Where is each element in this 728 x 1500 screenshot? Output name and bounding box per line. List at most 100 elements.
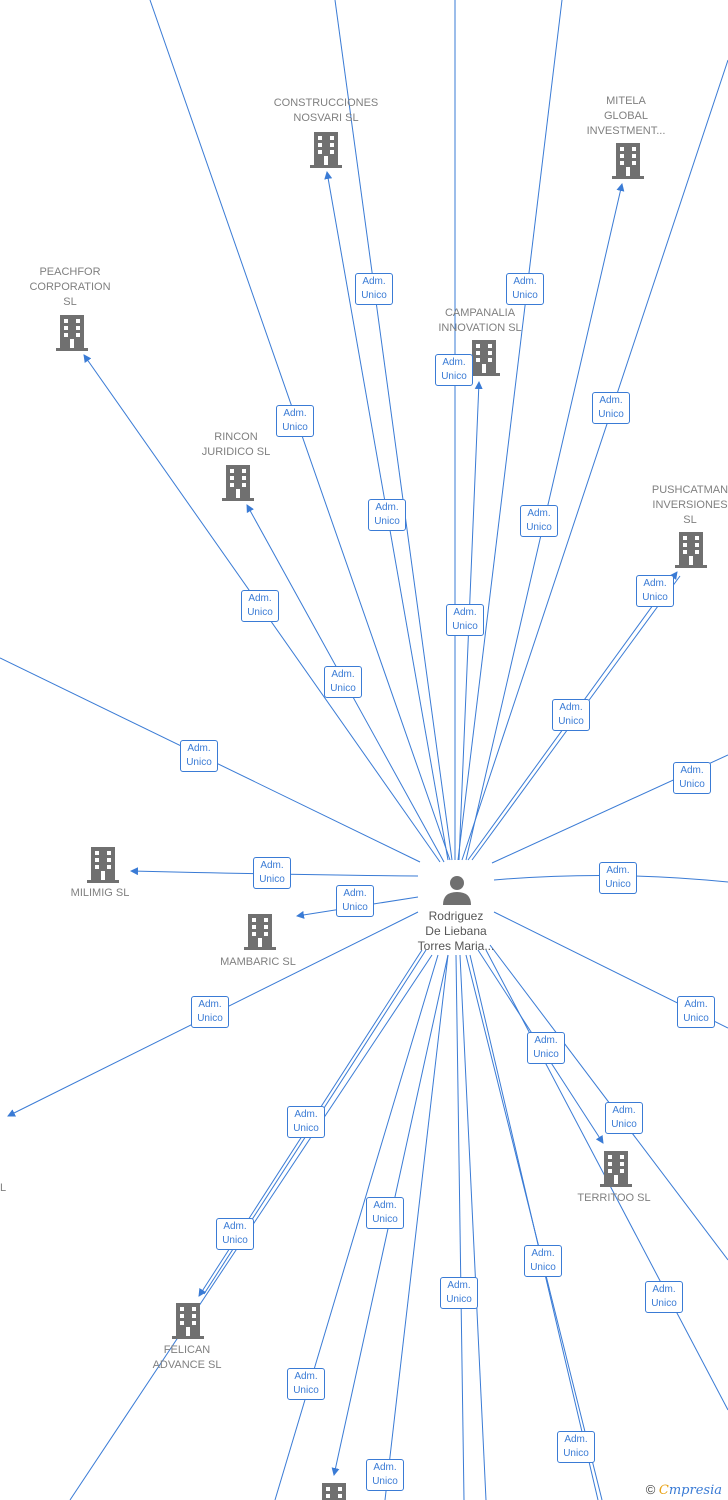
role-badge[interactable]: Adm.Unico bbox=[216, 1218, 254, 1250]
badge-line: Adm. bbox=[612, 1105, 636, 1116]
building-icon[interactable] bbox=[612, 143, 644, 179]
building-icon[interactable] bbox=[675, 532, 707, 568]
role-badge[interactable]: Adm.Unico bbox=[599, 862, 637, 894]
company-label: RINCON JURIDICO SL bbox=[201, 431, 271, 458]
role-badge[interactable]: Adm.Unico bbox=[677, 996, 715, 1028]
company-node-milimig[interactable]: MILIMIG SL bbox=[58, 886, 142, 901]
role-badge[interactable]: Adm.Unico bbox=[435, 354, 473, 386]
badge-line: Adm. bbox=[643, 578, 667, 589]
company-label: FELICAN ADVANCE SL bbox=[152, 1344, 222, 1371]
company-node-left-cut[interactable]: L bbox=[0, 1181, 8, 1196]
role-badge[interactable]: Adm. Unico bbox=[366, 1459, 404, 1491]
company-label: L bbox=[0, 1182, 7, 1194]
building-icon[interactable] bbox=[172, 1303, 204, 1339]
person-name[interactable]: Rodriguez De Liebana Torres Maria... bbox=[410, 909, 502, 954]
company-node-mitela[interactable]: MITELA GLOBAL INVESTMENT... bbox=[572, 94, 680, 139]
role-badge[interactable]: Adm.Unico bbox=[366, 1197, 404, 1229]
badge-line: Adm. bbox=[599, 395, 623, 406]
badge-line: Unico bbox=[342, 902, 368, 913]
badge-line: Unico bbox=[372, 1214, 398, 1225]
company-label: CAMPANALIA INNOVATION SL bbox=[438, 307, 522, 334]
badge-line: Adm. bbox=[442, 357, 466, 368]
role-badge[interactable]: Adm.Unico bbox=[368, 499, 406, 531]
badge-line: Adm. bbox=[362, 276, 386, 287]
role-badge[interactable]: Adm.Unico bbox=[253, 857, 291, 889]
person-name-line: De Liebana bbox=[425, 924, 487, 938]
building-icon[interactable] bbox=[468, 340, 500, 376]
role-badge[interactable]: Adm. Unico bbox=[287, 1106, 325, 1138]
company-node-territoo[interactable]: TERRITOO SL bbox=[568, 1191, 660, 1206]
badge-line: Adm. bbox=[294, 1109, 318, 1120]
building-icon[interactable] bbox=[87, 847, 119, 883]
person-icon[interactable] bbox=[440, 873, 474, 907]
company-node-construcciones[interactable]: CONSTRUCCIONES NOSVARI SL bbox=[256, 96, 396, 126]
badge-line: Adm. bbox=[373, 1462, 397, 1473]
badge-line: Unico bbox=[247, 607, 273, 618]
company-label: PEACHFOR CORPORATION SL bbox=[29, 266, 111, 308]
company-node-mambaric[interactable]: MAMBARIC SL bbox=[208, 955, 308, 970]
badge-line: Adm. bbox=[294, 1371, 318, 1382]
role-badge[interactable]: Adm. Unico bbox=[446, 604, 484, 636]
role-badge[interactable]: Adm.Unico bbox=[557, 1431, 595, 1463]
building-icon[interactable] bbox=[222, 465, 254, 501]
company-label: MITELA GLOBAL INVESTMENT... bbox=[586, 95, 666, 137]
badge-line: Unico bbox=[372, 1476, 398, 1487]
company-label: CONSTRUCCIONES NOSVARI SL bbox=[273, 97, 379, 124]
badge-line: Adm. bbox=[680, 765, 704, 776]
role-badge[interactable]: Adm. Unico bbox=[506, 273, 544, 305]
badge-line: Unico bbox=[512, 290, 538, 301]
role-badge[interactable]: Adm.Unico bbox=[645, 1281, 683, 1313]
badge-line: Adm. bbox=[534, 1035, 558, 1046]
person-name-line: Rodriguez bbox=[428, 909, 484, 923]
badge-line: Unico bbox=[282, 422, 308, 433]
company-node-pushcatman[interactable]: PUSHCATMAN INVERSIONES SL bbox=[642, 483, 728, 528]
role-badge[interactable]: Adm.Unico bbox=[440, 1277, 478, 1309]
badge-line: Unico bbox=[598, 409, 624, 420]
building-icon[interactable] bbox=[310, 132, 342, 168]
badge-line: Adm. bbox=[248, 593, 272, 604]
badge-line: Adm. bbox=[513, 276, 537, 287]
role-badge[interactable]: Adm. Unico bbox=[605, 1102, 643, 1134]
company-node-campanalia[interactable]: CAMPANALIA INNOVATION SL bbox=[422, 306, 538, 336]
badge-line: Adm. bbox=[260, 860, 284, 871]
role-badge[interactable]: Adm.Unico bbox=[276, 405, 314, 437]
role-badge[interactable]: Adm. Unico bbox=[636, 575, 674, 607]
role-badge[interactable]: Adm.Unico bbox=[191, 996, 229, 1028]
logo-letter: C bbox=[658, 1483, 669, 1498]
badge-line: Adm. bbox=[559, 702, 583, 713]
logo-text: mpresia bbox=[668, 1483, 722, 1498]
building-icon[interactable] bbox=[244, 914, 276, 950]
role-badge[interactable]: Adm.Unico bbox=[552, 699, 590, 731]
badge-line: Unico bbox=[605, 879, 631, 890]
building-icon[interactable] bbox=[56, 315, 88, 351]
badge-line: Adm. bbox=[684, 999, 708, 1010]
company-node-peachfor[interactable]: PEACHFOR CORPORATION SL bbox=[18, 265, 122, 310]
badge-line: Unico bbox=[452, 621, 478, 632]
badge-line: Adm. bbox=[331, 669, 355, 680]
badge-line: Adm. bbox=[527, 508, 551, 519]
company-node-rincon[interactable]: RINCON JURIDICO SL bbox=[186, 430, 286, 460]
role-badge[interactable]: Adm.Unico bbox=[336, 885, 374, 917]
role-badge[interactable]: Adm.Unico bbox=[673, 762, 711, 794]
role-badge[interactable]: Adm.Unico bbox=[180, 740, 218, 772]
badge-line: Unico bbox=[642, 592, 668, 603]
badge-line: Unico bbox=[197, 1013, 223, 1024]
building-icon[interactable] bbox=[318, 1483, 350, 1500]
badge-line: Unico bbox=[361, 290, 387, 301]
role-badge[interactable]: Adm. Unico bbox=[241, 590, 279, 622]
role-badge[interactable]: Adm.Unico bbox=[287, 1368, 325, 1400]
footer-brand: © Cmpresia bbox=[646, 1482, 722, 1498]
building-icon[interactable] bbox=[600, 1151, 632, 1187]
badge-line: Unico bbox=[611, 1119, 637, 1130]
role-badge[interactable]: Adm.Unico bbox=[324, 666, 362, 698]
badge-line: Adm. bbox=[453, 607, 477, 618]
company-label: PUSHCATMAN INVERSIONES SL bbox=[651, 484, 728, 526]
company-node-felican[interactable]: FELICAN ADVANCE SL bbox=[140, 1343, 234, 1373]
role-badge[interactable]: Adm. Unico bbox=[355, 273, 393, 305]
badge-line: Unico bbox=[293, 1123, 319, 1134]
role-badge[interactable]: Adm. Unico bbox=[592, 392, 630, 424]
role-badge[interactable]: Adm.Unico bbox=[524, 1245, 562, 1277]
company-label: MAMBARIC SL bbox=[220, 956, 296, 968]
role-badge[interactable]: Adm.Unico bbox=[527, 1032, 565, 1064]
role-badge[interactable]: Adm.Unico bbox=[520, 505, 558, 537]
